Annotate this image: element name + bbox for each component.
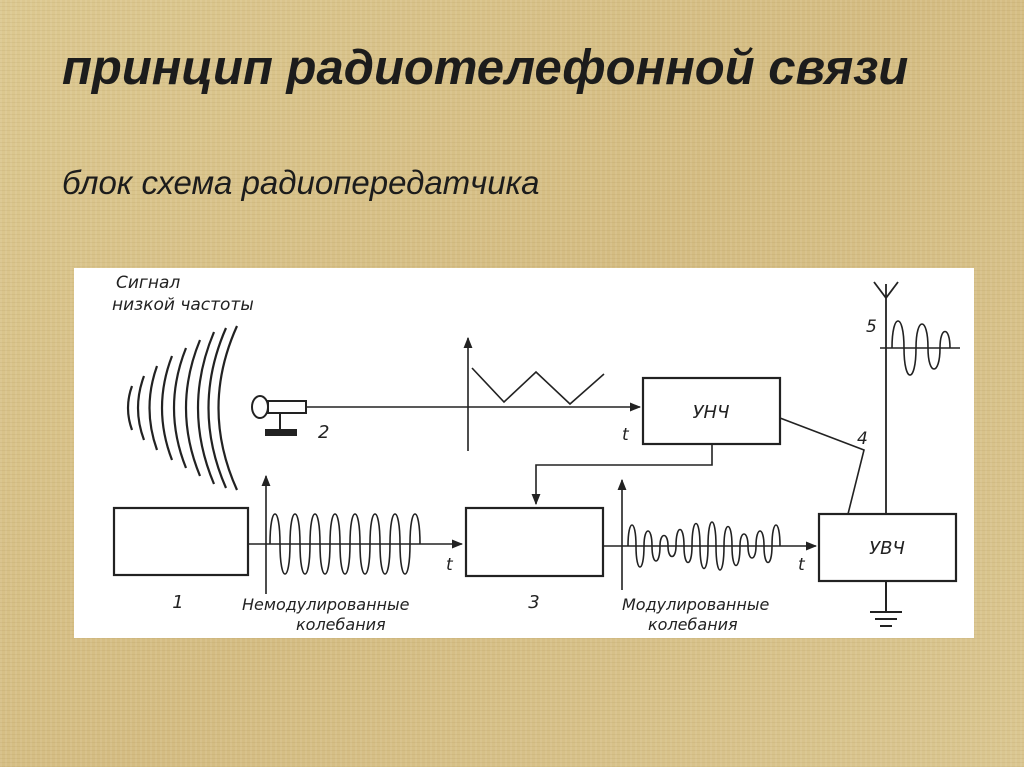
transmitter-block-diagram: Сигнал низкой частоты 2 t [74, 268, 974, 638]
microphone-icon [251, 395, 307, 436]
unch-block: УНЧ [641, 376, 782, 446]
oscillator-block [112, 506, 250, 577]
modulated-label-line1: Модулированные [622, 595, 769, 614]
slide-subtitle: блок схема радиопередатчика [62, 164, 540, 201]
microphone-number: 2 [318, 422, 329, 443]
modulator-block [464, 506, 605, 578]
signal-label-line2: низкой частоты [112, 295, 254, 315]
t-axis-label-modulated: t [798, 555, 806, 575]
unmodulated-oscillation-graph: t [261, 474, 454, 594]
unmodulated-label-line2: колебания [296, 615, 386, 634]
ground-icon [870, 581, 902, 627]
radiated-wave-graph [880, 320, 960, 376]
antenna-icon [873, 281, 899, 514]
unch-label: УНЧ [693, 402, 730, 423]
uvch-block: УВЧ [817, 512, 958, 583]
sound-waves-icon [126, 325, 239, 491]
antenna-number: 5 [866, 317, 877, 337]
block1-number: 1 [172, 592, 183, 613]
modulated-oscillation-graph: t [617, 478, 806, 590]
slide-title: принцип радиотелефонной связи [62, 41, 909, 95]
signal-label-line1: Сигнал [116, 273, 180, 293]
unmodulated-label-line1: Немодулированные [242, 595, 410, 614]
link-number: 4 [857, 429, 868, 449]
t-axis-label: t [622, 425, 630, 445]
low-frequency-signal-graph: t [463, 336, 630, 451]
uvch-label: УВЧ [869, 538, 905, 559]
block3-number: 3 [528, 592, 539, 613]
t-axis-label-unmodulated: t [446, 555, 454, 575]
modulated-label-line2: колебания [648, 615, 738, 634]
